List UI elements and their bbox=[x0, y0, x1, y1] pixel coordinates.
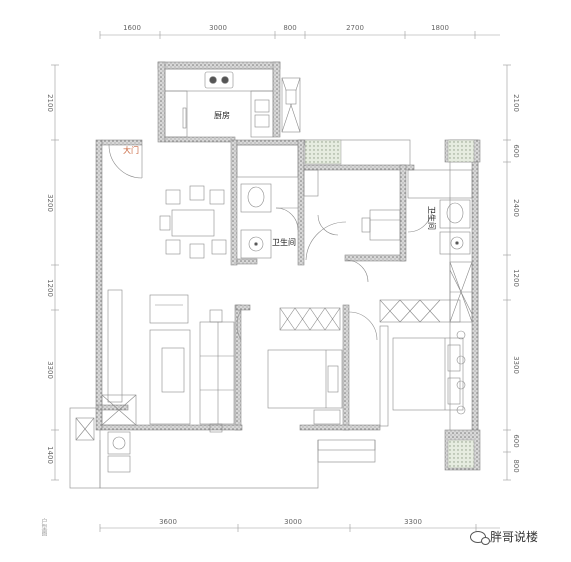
watermark: 胖哥说楼 bbox=[470, 528, 538, 545]
dim-right-7: 800 bbox=[512, 459, 520, 472]
balcony-fixtures bbox=[75, 417, 376, 473]
dim-right-6: 600 bbox=[512, 434, 520, 447]
wechat-icon bbox=[470, 530, 490, 545]
dim-left-4: 3300 bbox=[46, 361, 54, 379]
entrance-label: 大门 bbox=[123, 145, 139, 155]
dim-top-4: 2700 bbox=[346, 24, 364, 32]
dim-right-5: 3300 bbox=[512, 356, 520, 374]
dim-left-1: 2100 bbox=[46, 94, 54, 112]
right-wardrobe bbox=[449, 261, 473, 415]
dim-right-1: 2100 bbox=[512, 94, 520, 112]
dim-top-1: 1600 bbox=[123, 24, 141, 32]
kitchen-label: 厨房 bbox=[214, 110, 230, 120]
watermark-text: 胖哥说楼 bbox=[490, 530, 539, 544]
legend-stub: 户型图 bbox=[40, 518, 47, 536]
bedroom-1-furniture bbox=[348, 299, 464, 427]
dining-set bbox=[159, 185, 227, 259]
study-fixtures bbox=[303, 169, 401, 283]
dim-top-3: 800 bbox=[283, 24, 296, 32]
dim-bottom-2: 3000 bbox=[284, 518, 302, 526]
dimension-lines bbox=[51, 31, 511, 532]
living-room-furniture bbox=[101, 289, 235, 433]
dim-right-4: 1200 bbox=[512, 269, 520, 287]
dim-bottom-3: 3300 bbox=[404, 518, 422, 526]
dimension-labels: 1600 3000 800 2700 1800 3600 3000 3300 2… bbox=[46, 24, 520, 526]
bathroom-2-fixtures bbox=[407, 169, 473, 255]
dim-top-2: 3000 bbox=[209, 24, 227, 32]
dim-top-5: 1800 bbox=[431, 24, 449, 32]
dim-left-2: 3200 bbox=[46, 194, 54, 212]
bathroom-1-label: 卫生间 bbox=[272, 237, 296, 247]
dim-right-2: 600 bbox=[512, 144, 520, 157]
dim-left-3: 1200 bbox=[46, 279, 54, 297]
entrance-door bbox=[108, 144, 143, 179]
bathroom-2-label: 卫生间 bbox=[427, 206, 437, 230]
bedroom-2-furniture bbox=[236, 307, 343, 425]
dim-left-5: 1400 bbox=[46, 446, 54, 464]
thin-outlines bbox=[69, 139, 479, 489]
window-strips bbox=[304, 139, 475, 469]
dim-right-3: 2400 bbox=[512, 199, 520, 217]
walls bbox=[95, 61, 481, 471]
dim-bottom-1: 3600 bbox=[159, 518, 177, 526]
bathroom-1-fixtures bbox=[236, 144, 299, 259]
kitchen-fixtures bbox=[164, 68, 301, 138]
